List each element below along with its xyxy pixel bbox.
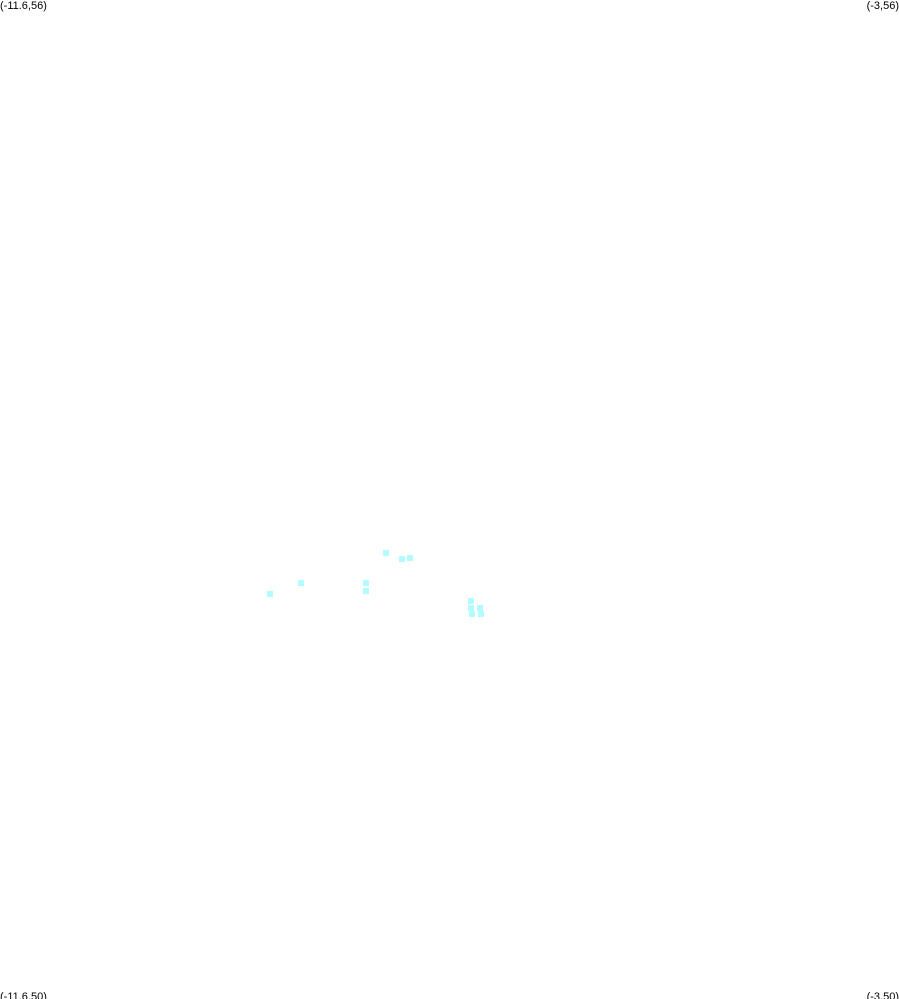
map-marker-6[interactable] (298, 580, 304, 586)
map-marker-10[interactable] (477, 605, 483, 611)
corner-label-top-right: (-3,56) (866, 0, 899, 12)
map-marker-11[interactable] (469, 611, 475, 617)
map-marker-7[interactable] (267, 591, 273, 597)
map-marker-2[interactable] (399, 556, 405, 562)
map-marker-8[interactable] (468, 598, 474, 604)
corner-label-top-left: (-11.6,56) (0, 0, 47, 12)
map-marker-5[interactable] (363, 588, 369, 594)
map-marker-4[interactable] (363, 580, 369, 586)
corner-label-bottom-left: (-11.6,50) (0, 991, 47, 999)
corner-label-bottom-right: (-3,50) (866, 991, 899, 999)
map-marker-9[interactable] (468, 605, 474, 611)
map-marker-1[interactable] (383, 550, 389, 556)
map-marker-12[interactable] (478, 611, 484, 617)
map-marker-3[interactable] (407, 555, 413, 561)
